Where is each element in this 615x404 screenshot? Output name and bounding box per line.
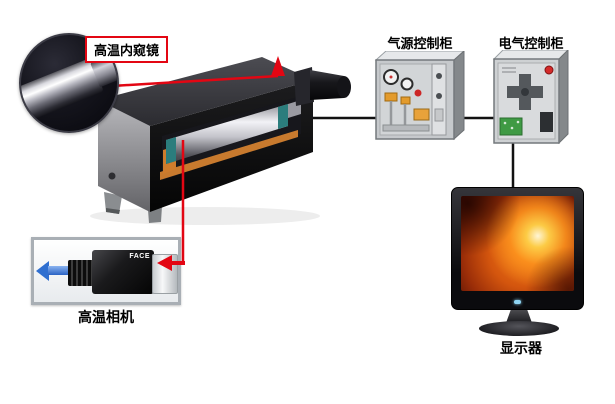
brass-valve-2 (400, 96, 411, 105)
red-leader-line (111, 74, 279, 88)
housing-shadow (90, 207, 320, 225)
camera-label: 高温相机 (78, 309, 134, 325)
endoscope-tube (166, 104, 288, 164)
power-led (514, 300, 521, 304)
tube-teal-ring-left (166, 137, 176, 164)
pcb-board (499, 117, 523, 136)
monitor-screen (461, 196, 574, 291)
endoscope-label: 高温内窥镜 (85, 36, 169, 63)
blue-left-arrow-icon (36, 261, 49, 281)
electric-cabinet-svg (492, 48, 570, 145)
brass-valve-1 (384, 92, 398, 102)
monitor-stand-neck (506, 310, 532, 323)
air-cabinet-label: 气源控制柜 (387, 36, 453, 51)
red-up-arrow-icon (271, 56, 285, 76)
endoscope-housing (98, 57, 351, 223)
red-leaders (111, 56, 285, 263)
housing-left-face (98, 100, 150, 212)
knob-1 (436, 73, 442, 79)
red-arrow-shaft (170, 261, 185, 265)
filter-block (434, 108, 444, 122)
fan-hub (521, 88, 529, 96)
lens-barrel (310, 70, 344, 100)
camera-brand-text: FACE (129, 253, 150, 260)
regulator-unit (413, 108, 430, 121)
monitor-label: 显示器 (500, 340, 542, 356)
pressure-gauge-2 (400, 77, 414, 91)
cabinet-side-face (558, 48, 569, 145)
tube-teal-ring-right (278, 104, 288, 129)
electric-control-cabinet (492, 48, 570, 149)
air-control-cabinet (374, 49, 466, 146)
housing-top-face (98, 57, 313, 126)
cabinet-top-face (374, 50, 466, 61)
emergency-button (544, 65, 554, 75)
red-left-arrow-icon (157, 255, 172, 271)
barrel-flange (294, 67, 314, 106)
camera-lens (68, 260, 94, 286)
lens-barrel-cap (337, 76, 351, 98)
electric-cabinet-label: 电气控制柜 (498, 36, 564, 51)
endoscope-tip-tube (21, 57, 104, 124)
knob-2 (436, 93, 442, 99)
housing-foot-left-base (106, 208, 120, 214)
power-module (540, 112, 553, 132)
cabinet-side-face (453, 49, 465, 141)
monitor-stand-base (479, 321, 559, 336)
camera-inset: FACE (31, 237, 181, 305)
air-cabinet-svg (374, 49, 466, 141)
monitor-bezel (451, 187, 584, 310)
blue-arrow-shaft (48, 266, 70, 275)
guide-rail (160, 130, 298, 180)
manifold (382, 124, 430, 132)
camera-body: FACE (92, 250, 154, 294)
housing-knob (108, 172, 116, 180)
red-valve-knob (414, 89, 422, 97)
